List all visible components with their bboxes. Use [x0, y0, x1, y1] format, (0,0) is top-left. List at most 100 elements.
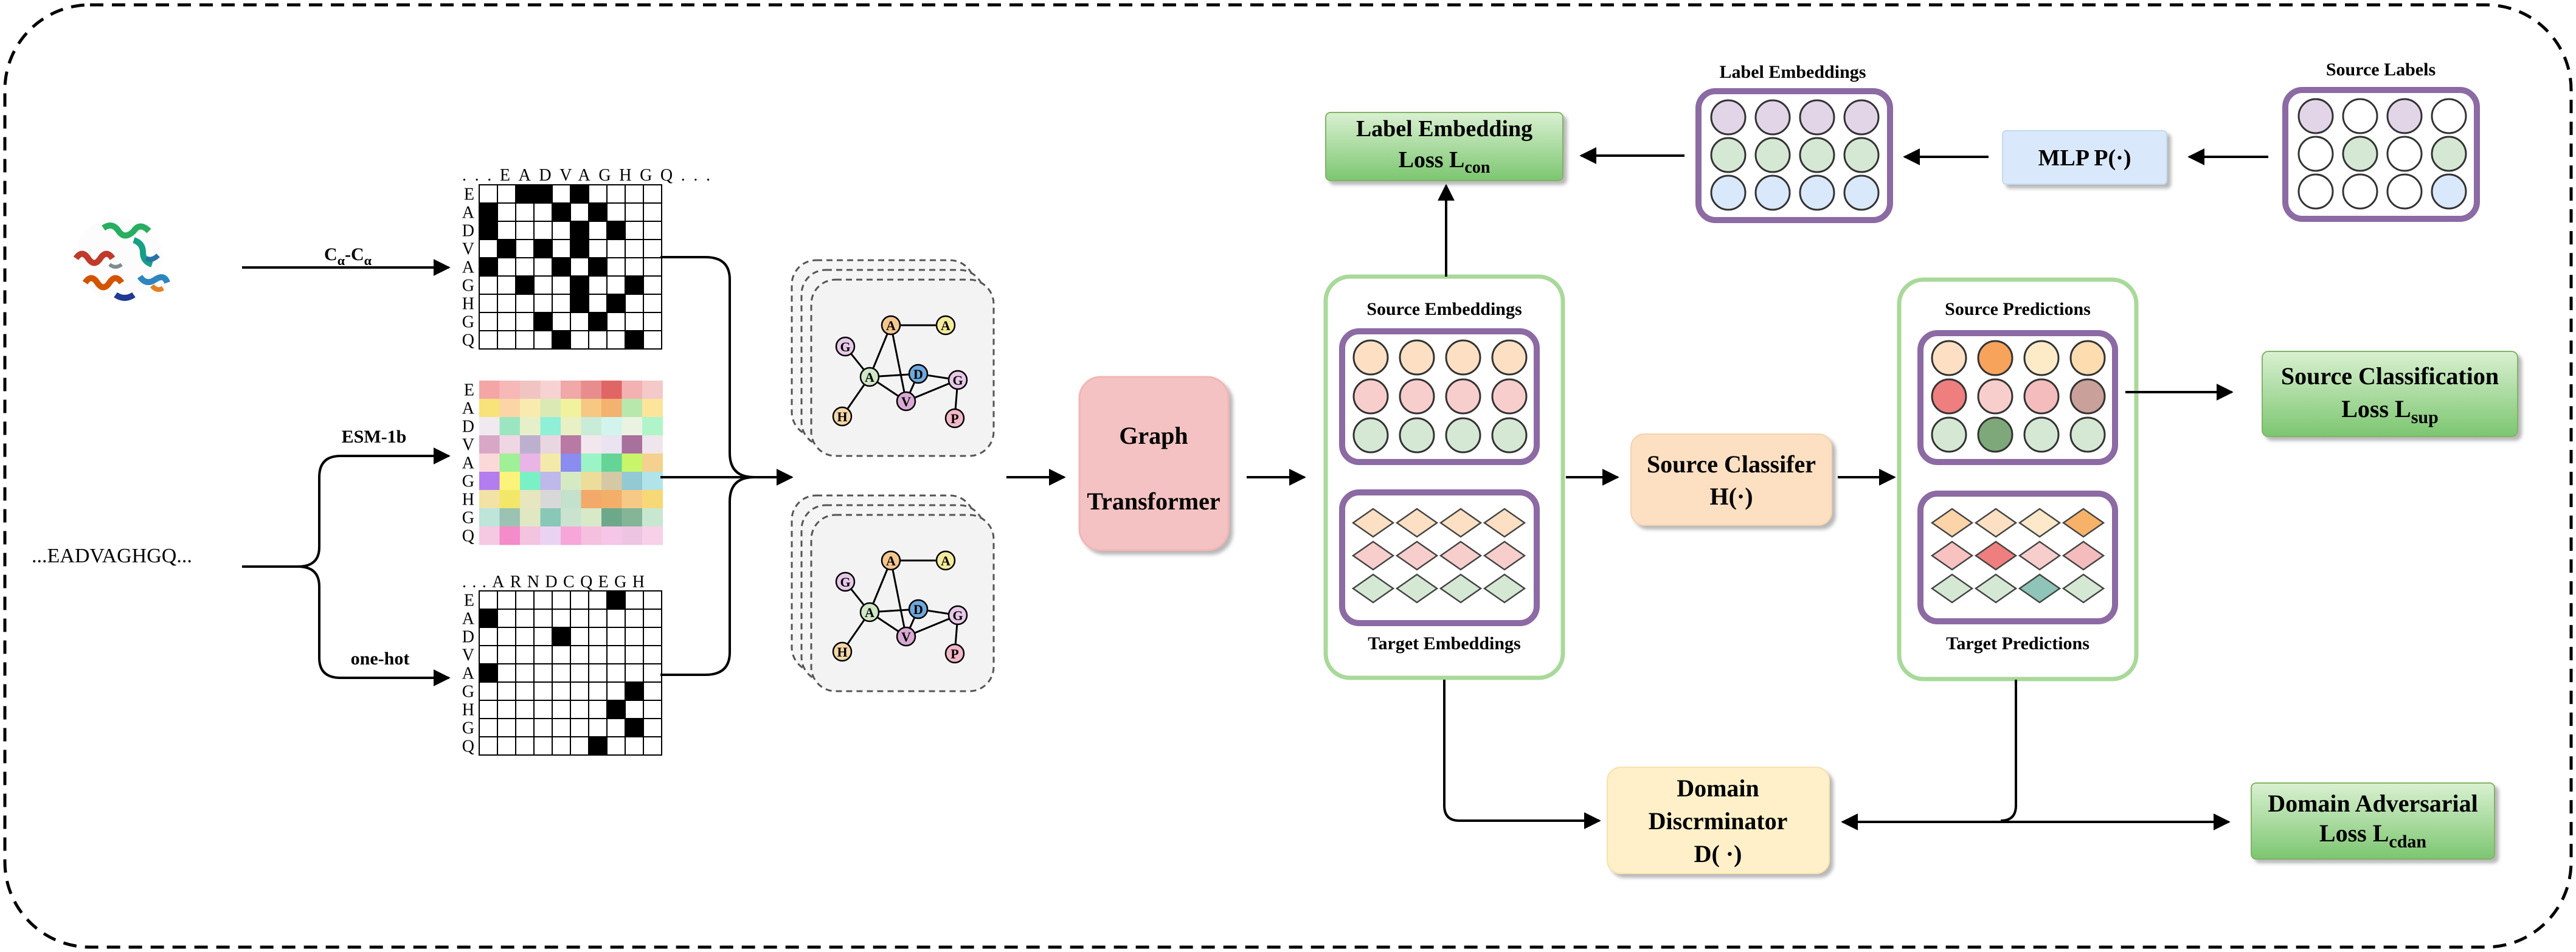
grid-cell — [606, 294, 626, 313]
graph-node — [944, 408, 965, 429]
embedding-circle — [1710, 137, 1747, 173]
esm-map: EADVAGHGQ — [462, 381, 663, 546]
heat-cell — [642, 454, 663, 472]
grid-cell — [625, 609, 644, 628]
grid-cell — [588, 312, 608, 331]
domain-discriminator-line2: Discrminator — [1649, 807, 1788, 835]
label-embeddings-circles — [1710, 99, 1880, 211]
esm-map-grid — [479, 381, 663, 545]
heat-cell — [520, 454, 541, 472]
row-label: H — [462, 295, 474, 314]
embedding-circle — [1445, 378, 1481, 415]
embedding-circle — [2297, 136, 2334, 172]
grid-cell — [643, 663, 662, 683]
grid-cell — [497, 330, 516, 350]
grid-cell — [479, 330, 498, 350]
embedding-circle — [2386, 173, 2423, 210]
graph-edge — [890, 560, 907, 637]
grid-cell — [552, 221, 571, 240]
heat-cell — [499, 399, 521, 418]
embedding-circle — [1491, 339, 1528, 376]
grid-cell — [588, 681, 608, 701]
embedding-diamond — [2062, 540, 2105, 571]
grid-cell — [533, 681, 553, 701]
grid-cell — [479, 736, 498, 756]
grid-cell — [515, 275, 535, 295]
embedding-circle — [1799, 174, 1835, 211]
embedding-circle — [2297, 173, 2334, 210]
grid-cell — [588, 239, 608, 258]
grid-cell — [515, 736, 535, 756]
heat-cell — [621, 508, 643, 527]
grid-cell — [643, 590, 662, 610]
grid-cell — [643, 312, 662, 331]
grid-cell — [497, 184, 516, 204]
heat-cell — [520, 399, 541, 418]
graph-node-label: A — [886, 553, 896, 568]
embedding-circle — [1710, 174, 1747, 211]
contact-map-header: ...EADVAGHGQ... — [462, 166, 710, 185]
embedding-circle — [2342, 173, 2378, 210]
graph-node-label: A — [865, 605, 874, 620]
grid-cell — [515, 645, 535, 664]
esm-branch-label: ESM-1b — [342, 427, 407, 447]
source-labels-title: Source Labels — [2326, 60, 2436, 80]
grid-cell — [497, 736, 516, 756]
grid-cell — [515, 700, 535, 719]
grid-cell — [570, 330, 589, 350]
grid-cell — [606, 202, 626, 222]
graph-transformer-line2: Transformer — [1087, 488, 1220, 515]
source-predictions-circles — [1931, 340, 2106, 453]
graph-node-label: A — [865, 370, 874, 385]
grid-cell — [533, 312, 553, 331]
heat-cell — [621, 399, 643, 418]
label-embeddings-frame — [1695, 88, 1893, 223]
heat-cell — [540, 417, 561, 436]
predictions-panel: Source Predictions Target Predictions — [1897, 277, 2139, 681]
grid-cell — [515, 312, 535, 331]
grid-cell — [625, 663, 644, 683]
row-label: G — [462, 472, 474, 491]
target-embeddings-title: Target Embeddings — [1368, 633, 1520, 654]
heat-cell — [479, 435, 500, 454]
grid-cell — [588, 221, 608, 240]
contact-map-grid — [479, 184, 662, 350]
graph-node — [835, 571, 856, 592]
row-label: G — [462, 313, 474, 332]
heat-cell — [520, 417, 541, 436]
row-label: Q — [462, 737, 474, 756]
grid-cell — [533, 663, 553, 683]
embedding-circle — [2069, 416, 2106, 453]
grid-cell — [479, 221, 498, 240]
predictions-to-discriminator-line — [2000, 680, 2017, 822]
source-classifier-box: Source Classifer H(·) — [1630, 433, 1832, 526]
heat-cell — [540, 454, 561, 472]
row-label: V — [462, 646, 474, 665]
heat-cell — [499, 490, 521, 509]
graph-edge — [890, 325, 907, 402]
grid-cell — [643, 330, 662, 350]
grid-cell — [552, 275, 571, 295]
row-label: Q — [462, 331, 474, 350]
grid-cell — [625, 312, 644, 331]
embedding-circle — [2431, 136, 2467, 172]
graph-node — [947, 370, 968, 390]
grid-cell — [606, 663, 626, 683]
grid-cell — [515, 681, 535, 701]
grid-cell — [625, 221, 644, 240]
heat-cell — [499, 472, 521, 491]
grid-cell — [570, 294, 589, 313]
heat-cell — [540, 490, 561, 509]
grid-cell — [497, 627, 516, 646]
sequence-branch-connector-onehot — [297, 565, 451, 686]
grid-cell — [606, 627, 626, 646]
embedding-diamond — [1930, 540, 1974, 571]
graph-node-label: A — [941, 553, 950, 568]
grid-cell — [552, 681, 571, 701]
graph-node-label: H — [837, 644, 847, 660]
graph-node-label: V — [901, 629, 911, 644]
grid-cell — [570, 221, 589, 240]
grid-cell — [588, 184, 608, 204]
domain-adversarial-loss-box: Domain Adversarial Loss Lcdan — [2251, 782, 2495, 860]
